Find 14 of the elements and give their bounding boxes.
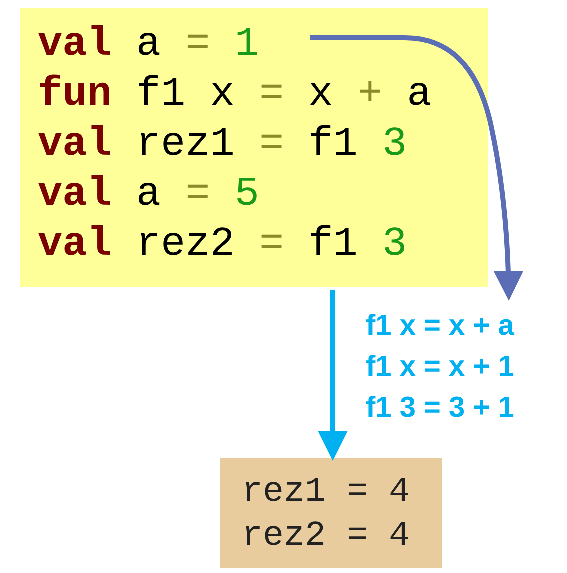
substitution-step: f1 x = x + 1 xyxy=(366,347,514,388)
result-box xyxy=(220,458,442,568)
code-line: val a = 5 xyxy=(38,171,260,220)
substitution-step: f1 3 = 3 + 1 xyxy=(366,388,514,429)
code-box xyxy=(20,8,488,287)
code-line: val rez2 = f1 3 xyxy=(38,221,408,270)
arrow xyxy=(318,290,348,461)
substitution-step: f1 x = x + a xyxy=(366,306,514,347)
arrow xyxy=(310,36,524,301)
code-line: fun f1 x = x + a xyxy=(38,71,432,120)
result-line: rez2 = 4 xyxy=(242,515,410,558)
code-line: val rez1 = f1 3 xyxy=(38,121,408,170)
result-line: rez1 = 4 xyxy=(242,471,410,514)
code-line: val a = 1 xyxy=(38,21,260,70)
